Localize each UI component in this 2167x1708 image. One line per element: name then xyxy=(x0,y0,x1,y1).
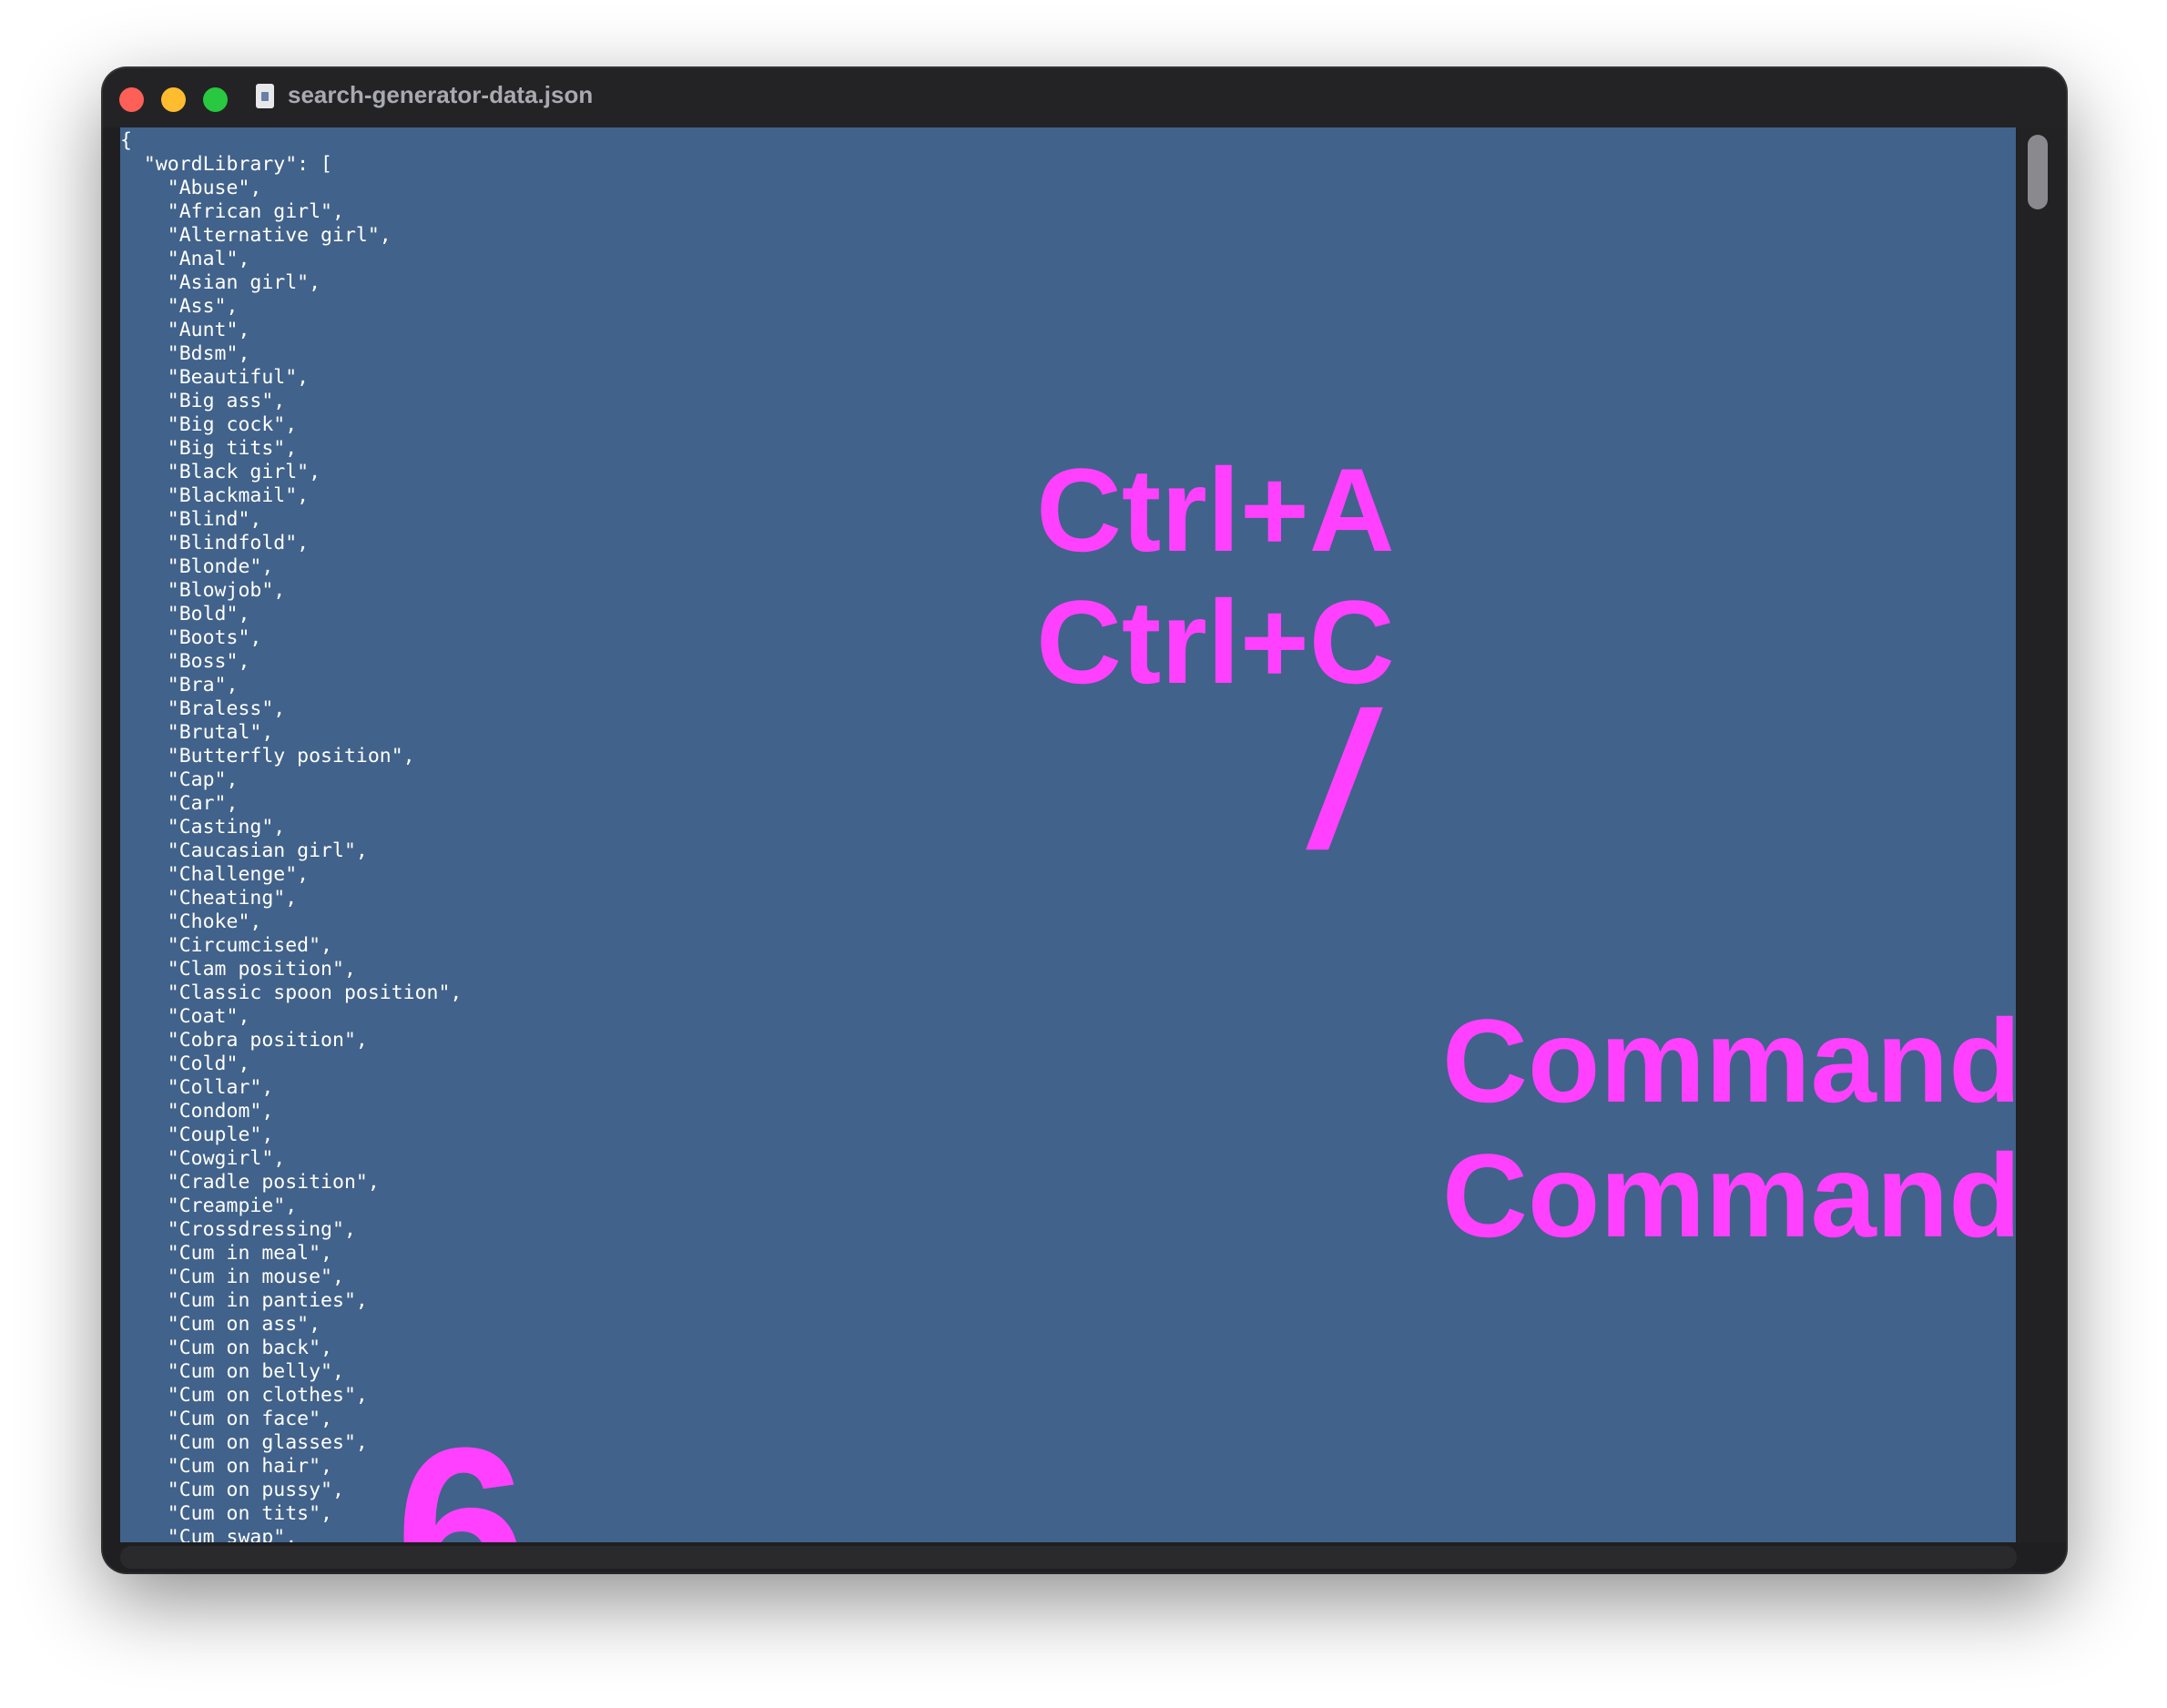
word-entry: "Collar", xyxy=(120,1076,274,1099)
word-entry: "Blindfold", xyxy=(120,532,310,554)
word-entry: "Cap", xyxy=(120,768,239,791)
minimize-button[interactable] xyxy=(161,87,186,112)
text-content[interactable]: { "wordLibrary": [ "Abuse", "African gir… xyxy=(120,127,2016,1542)
word-entry: "African girl", xyxy=(120,200,344,223)
word-entry: "Cobra position", xyxy=(120,1029,368,1052)
word-entry: "Cum in panties", xyxy=(120,1289,368,1312)
word-entry: "Challenge", xyxy=(120,863,310,886)
word-entry: "Condom", xyxy=(120,1100,274,1123)
word-entry: "Cum on clothes", xyxy=(120,1384,368,1407)
command-a-label: Command+a xyxy=(1442,994,2016,1127)
word-entry: "Creampie", xyxy=(120,1195,298,1217)
word-entry: "Big ass", xyxy=(120,390,286,412)
ctrl-a-label: Ctrl+A xyxy=(1036,443,1395,576)
word-entry: "Boss", xyxy=(120,650,250,673)
word-entry: "Big cock", xyxy=(120,413,298,436)
json-text[interactable]: { "wordLibrary": [ "Abuse", "African gir… xyxy=(120,129,462,1542)
word-entry: "Blowjob", xyxy=(120,579,286,602)
word-entry: "Cum swap", xyxy=(120,1526,298,1542)
word-entry: "Cowgirl", xyxy=(120,1147,286,1170)
slash-separator: / xyxy=(1313,673,1367,887)
editor-window: search-generator-data.json { "wordLibrar… xyxy=(103,68,2066,1572)
open-brace: { xyxy=(120,129,132,152)
window-title: search-generator-data.json xyxy=(288,81,594,108)
word-entry: "Blackmail", xyxy=(120,484,310,507)
word-entry: "Circumcised", xyxy=(120,934,332,957)
word-entry: "Ass", xyxy=(120,295,239,318)
word-entry: "Alternative girl", xyxy=(120,224,392,247)
word-entry: "Crossdressing", xyxy=(120,1218,356,1241)
word-entry: "Beautiful", xyxy=(120,366,310,389)
word-entry: "Bra", xyxy=(120,674,239,696)
step-number: 6 xyxy=(395,1399,527,1542)
word-entry: "Cum on tits", xyxy=(120,1502,332,1525)
scroll-track xyxy=(120,1546,2017,1569)
word-entry: "Anal", xyxy=(120,248,250,270)
word-entry: "Boots", xyxy=(120,626,262,649)
word-entry: "Asian girl", xyxy=(120,271,321,294)
file-icon xyxy=(256,84,274,108)
word-entry: "Cum in mouse", xyxy=(120,1266,344,1288)
word-entry: "Couple", xyxy=(120,1123,274,1146)
word-entry: "Blind", xyxy=(120,508,262,531)
word-entry: "Cum on hair", xyxy=(120,1455,332,1478)
word-entry: "Cum in meal", xyxy=(120,1242,332,1265)
word-entry: "Cum on face", xyxy=(120,1408,332,1430)
word-entry: "Black girl", xyxy=(120,461,321,483)
title-bar: search-generator-data.json xyxy=(103,68,2066,127)
word-entry: "Cum on belly", xyxy=(120,1360,344,1383)
word-entry: "Braless", xyxy=(120,697,286,720)
word-library-key: "wordLibrary": [ xyxy=(120,153,332,176)
word-entry: "Bdsm", xyxy=(120,342,250,365)
word-entry: "Aunt", xyxy=(120,319,250,341)
word-entry: "Caucasian girl", xyxy=(120,839,368,862)
word-entry: "Cold", xyxy=(120,1052,250,1075)
word-entry: "Blonde", xyxy=(120,555,274,578)
word-entry: "Bold", xyxy=(120,603,250,625)
ctrl-c-label: Ctrl+C xyxy=(1036,575,1395,708)
word-entry: "Cum on ass", xyxy=(120,1313,321,1336)
word-entry: "Cum on glasses", xyxy=(120,1431,368,1454)
word-entry: "Cheating", xyxy=(120,887,298,910)
word-entry: "Coat", xyxy=(120,1005,250,1028)
word-entry: "Car", xyxy=(120,792,239,815)
zoom-button[interactable] xyxy=(203,87,228,112)
word-entry: "Cradle position", xyxy=(120,1171,380,1194)
scroll-thumb[interactable] xyxy=(2028,135,2048,209)
word-entry: "Cum on pussy", xyxy=(120,1479,344,1501)
word-entry: "Butterfly position", xyxy=(120,745,415,768)
horizontal-scrollbar[interactable] xyxy=(120,1542,2017,1572)
word-entry: "Brutal", xyxy=(120,721,274,744)
word-entry: "Clam position", xyxy=(120,958,356,981)
command-c-label: Command+c xyxy=(1442,1129,2016,1262)
word-entry: "Abuse", xyxy=(120,177,262,199)
word-entry: "Choke", xyxy=(120,910,262,933)
word-entry: "Big tits", xyxy=(120,437,298,460)
word-entry: "Classic spoon position", xyxy=(120,981,463,1004)
word-entry: "Casting", xyxy=(120,816,286,839)
vertical-scrollbar[interactable] xyxy=(2017,127,2066,1542)
close-button[interactable] xyxy=(119,87,144,112)
word-entry: "Cum on back", xyxy=(120,1337,332,1359)
